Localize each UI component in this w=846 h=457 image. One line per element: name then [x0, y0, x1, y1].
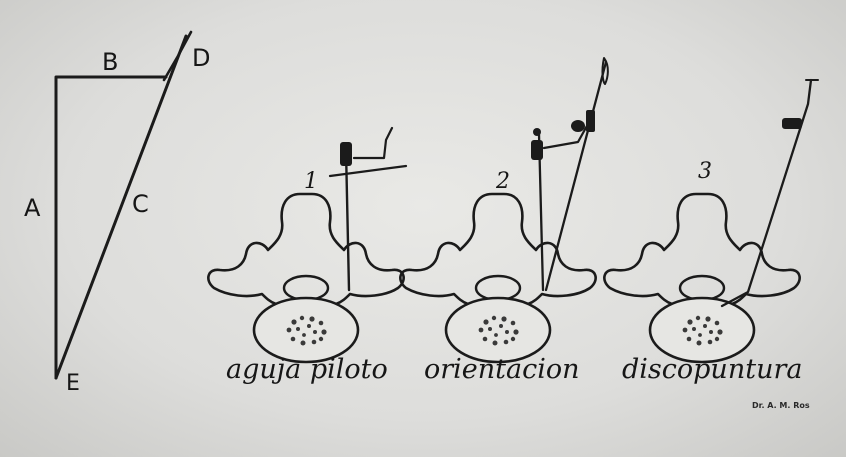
- orientation-needles: [531, 58, 608, 290]
- disc-puncture-needle: [722, 80, 818, 306]
- step-number-3: 3: [698, 159, 712, 184]
- label-e: E: [66, 371, 80, 396]
- caption-3: discopuntura: [622, 354, 802, 385]
- pilot-needle: [330, 128, 406, 290]
- caption-2: orientacion: [424, 354, 580, 385]
- hypotenuse-line: [56, 36, 186, 378]
- author-signature: Dr. A. M. Ros: [752, 401, 810, 410]
- vertebra-2: [400, 194, 595, 362]
- tick-mark-d: [164, 32, 191, 80]
- caption-1: aguja piloto: [226, 354, 388, 385]
- triangle-construction: [56, 32, 191, 378]
- step-number-1: 1: [304, 169, 318, 194]
- label-b: B: [102, 48, 118, 76]
- label-a: A: [24, 194, 41, 222]
- label-c: C: [132, 190, 149, 218]
- vertebra-1: [208, 194, 403, 362]
- step-number-2: 2: [495, 169, 510, 194]
- label-d: D: [192, 44, 210, 72]
